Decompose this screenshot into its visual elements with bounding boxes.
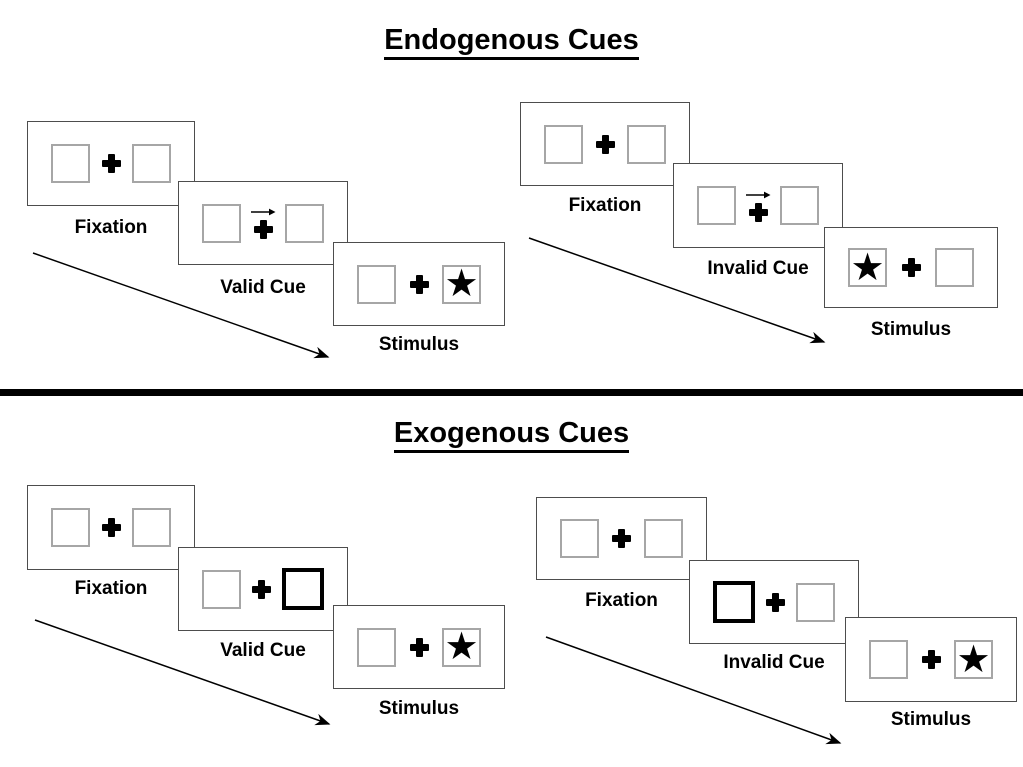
panel-label: Stimulus <box>378 334 460 355</box>
panel-label: Invalid Cue <box>723 652 825 673</box>
panel-label: Fixation <box>74 217 148 238</box>
cue-arrow-right-icon <box>251 208 276 216</box>
right-placeholder-box <box>796 582 835 622</box>
right-placeholder-box <box>780 186 819 225</box>
left-placeholder-box <box>560 519 599 558</box>
panel-label: Fixation <box>585 590 658 611</box>
right-placeholder-box <box>285 203 324 243</box>
fixation-cross-icon <box>409 274 429 294</box>
right-cued-box <box>282 568 324 610</box>
stimulus-panel: ★ <box>333 242 505 326</box>
fixation-cross-icon <box>921 650 941 669</box>
right-placeholder-box <box>627 124 666 164</box>
star-icon: ★ <box>444 261 479 305</box>
section-title-text: Endogenous Cues <box>384 24 639 60</box>
panel-label: Valid Cue <box>220 277 306 298</box>
valid-cue-panel <box>178 181 348 265</box>
left-cued-box <box>713 581 755 623</box>
right-placeholder-box <box>132 508 171 547</box>
panel-label: Stimulus <box>378 698 460 719</box>
fixation-cross-icon <box>252 579 271 599</box>
fixation-cross-icon <box>748 202 768 222</box>
valid-cue-panel <box>178 547 348 631</box>
fixation-panel <box>27 121 195 206</box>
fixation-cross-icon <box>253 220 273 239</box>
timeline-arrow <box>32 252 330 359</box>
left-target-box: ★ <box>848 248 887 287</box>
fixation-cross-icon <box>901 258 921 277</box>
stimulus-panel: ★ <box>333 605 505 689</box>
fixation-cross-icon <box>612 529 631 548</box>
star-icon: ★ <box>444 624 479 668</box>
panel-label: Stimulus <box>870 319 952 340</box>
right-target-box: ★ <box>442 624 481 668</box>
star-icon: ★ <box>850 244 885 289</box>
invalid-cue-panel <box>689 560 859 644</box>
fixation-panel <box>520 102 690 186</box>
left-placeholder-box <box>202 569 241 609</box>
timeline-arrow <box>34 619 331 726</box>
left-placeholder-box <box>357 627 396 667</box>
left-placeholder-box <box>869 640 908 679</box>
right-placeholder-box <box>644 519 683 558</box>
right-placeholder-box <box>935 248 974 287</box>
section-title-endogenous: Endogenous Cues <box>0 24 1023 60</box>
stimulus-panel: ★ <box>824 227 998 308</box>
fixation-cross-icon <box>766 592 785 612</box>
right-target-box: ★ <box>442 261 481 305</box>
stimulus-panel: ★ <box>845 617 1017 702</box>
fixation-cross-icon <box>101 154 121 173</box>
fixation-cross-icon <box>595 134 615 154</box>
panel-label: Stimulus <box>890 709 972 730</box>
left-placeholder-box <box>357 264 396 304</box>
fixation-cross-icon <box>409 637 429 657</box>
left-placeholder-box <box>202 203 241 243</box>
fixation-cross-icon <box>101 518 121 537</box>
star-icon: ★ <box>956 636 991 681</box>
section-title-exogenous: Exogenous Cues <box>0 417 1023 453</box>
right-placeholder-box <box>132 144 171 183</box>
invalid-cue-panel <box>673 163 843 248</box>
panel-label: Invalid Cue <box>707 258 809 279</box>
section-title-text: Exogenous Cues <box>393 417 630 453</box>
left-placeholder-box <box>51 144 90 183</box>
left-placeholder-box <box>51 508 90 547</box>
left-placeholder-box <box>544 124 583 164</box>
panel-label: Valid Cue <box>220 640 306 661</box>
section-divider <box>0 389 1023 396</box>
timeline-arrow <box>528 237 826 344</box>
right-target-box: ★ <box>954 640 993 679</box>
fixation-panel <box>27 485 195 570</box>
panel-label: Fixation <box>568 195 642 216</box>
left-placeholder-box <box>697 186 736 225</box>
cue-arrow-right-icon <box>746 191 771 198</box>
fixation-panel <box>536 497 707 580</box>
panel-label: Fixation <box>74 578 148 599</box>
